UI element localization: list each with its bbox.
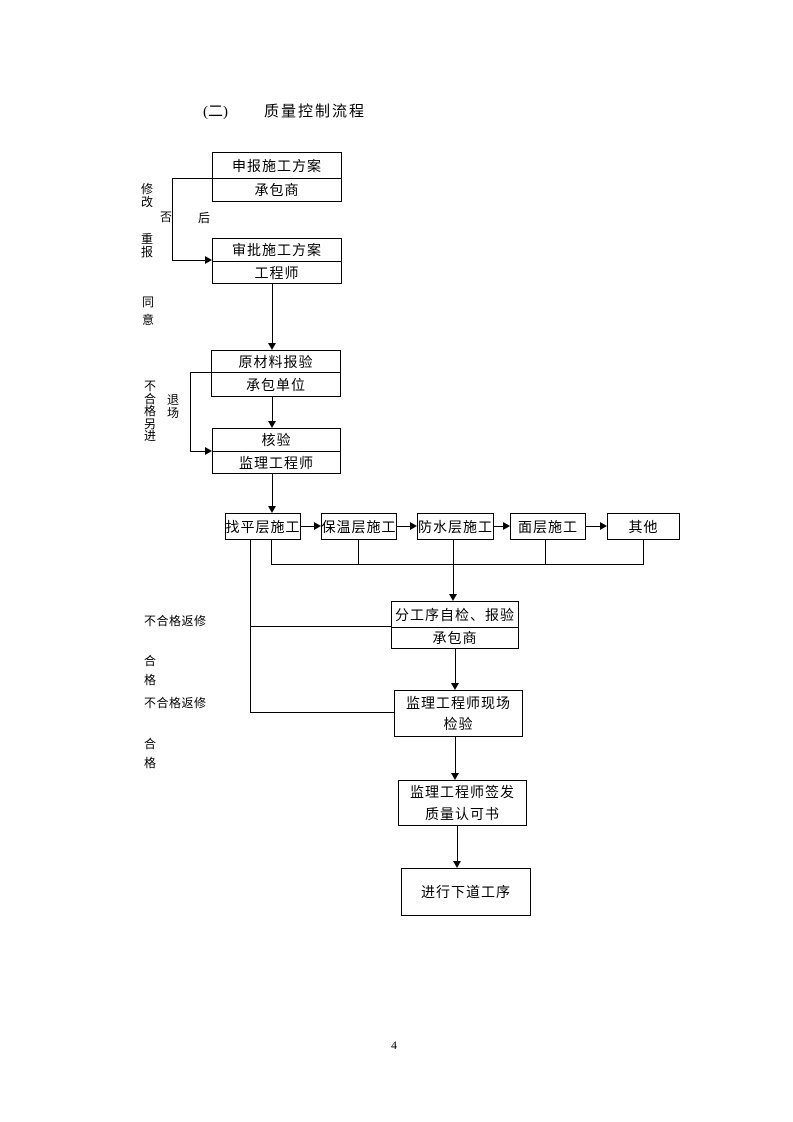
flow-box-onsite-inspection: 监理工程师现场 检验 bbox=[394, 690, 523, 737]
arrowhead-into-leveling-icon bbox=[268, 506, 276, 513]
box-declare-role: 承包商 bbox=[254, 184, 300, 199]
arrowhead-into-onsite-icon bbox=[451, 683, 459, 690]
arrowhead-into-verify-icon bbox=[205, 447, 212, 455]
label-unqualified-reenter: 不合格另进 bbox=[143, 379, 156, 444]
arrowhead-into-issue-icon bbox=[451, 773, 459, 780]
connector-material-verify-line bbox=[272, 397, 273, 421]
box-approve-role: 工程师 bbox=[254, 266, 300, 282]
connector-insulation-bus-line bbox=[358, 540, 359, 565]
arrowhead-into-verify-top-icon bbox=[268, 421, 276, 428]
flow-box-other: 其他 bbox=[607, 513, 680, 540]
connector-material-verify-vline bbox=[190, 372, 191, 451]
arrowhead-into-selfcheck-icon bbox=[449, 594, 457, 601]
flow-box-self-check: 分工序自检、报验 承包商 bbox=[391, 601, 519, 649]
flow-box-issue-certificate: 监理工程师签发 质量认可书 bbox=[398, 780, 527, 826]
flow-box-leveling-layer: 找平层施工 bbox=[225, 513, 301, 540]
connector-selfcheck-onsite-line bbox=[455, 649, 456, 686]
box-selfcheck-role: 承包商 bbox=[432, 632, 478, 647]
page-title: (二) 质量控制流程 bbox=[203, 100, 366, 121]
label-modify: 修改 bbox=[140, 182, 153, 209]
label-exit-site: 退场 bbox=[166, 393, 179, 420]
arrowhead-into-approve-icon bbox=[205, 256, 212, 264]
box-material-role: 承包单位 bbox=[246, 378, 306, 394]
flow-box-next-process: 进行下道工序 bbox=[401, 868, 531, 916]
flow-box-surface-layer: 面层施工 bbox=[510, 513, 586, 540]
connector-verify-leveling-line bbox=[272, 474, 273, 506]
title-text: 质量控制流程 bbox=[264, 104, 367, 120]
title-number: (二) bbox=[203, 104, 228, 120]
connector-bus-selfcheck-line bbox=[453, 540, 454, 597]
flow-box-waterproof-layer: 防水层施工 bbox=[417, 513, 494, 540]
page-number: 4 bbox=[391, 1038, 397, 1052]
label-qualified-1: 合格 bbox=[143, 654, 156, 687]
box-material-title: 原材料报验 bbox=[212, 351, 340, 373]
flow-box-verification: 核验 监理工程师 bbox=[212, 428, 341, 474]
connector-leveling-insulation-line bbox=[301, 526, 314, 527]
label-no: 否 bbox=[159, 210, 172, 224]
label-unqualified-rework-1: 不合格返修 bbox=[144, 614, 207, 628]
flow-box-declare-plan: 申报施工方案 承包商 bbox=[212, 152, 342, 202]
label-after: 后 bbox=[197, 211, 210, 225]
box-declare-title: 申报施工方案 bbox=[213, 153, 341, 179]
box-onsite-line2: 检验 bbox=[443, 718, 474, 734]
flow-box-insulation-layer: 保温层施工 bbox=[321, 513, 397, 540]
connector-issue-next-line bbox=[457, 826, 458, 864]
connector-waterproof-surface-line bbox=[494, 526, 503, 527]
connector-onsite-issue-line bbox=[455, 737, 456, 776]
label-unqualified-rework-2: 不合格返修 bbox=[144, 696, 207, 710]
connector-surface-bus-line bbox=[545, 540, 546, 565]
box-verify-role: 监理工程师 bbox=[239, 456, 314, 472]
connector-surface-other-line bbox=[586, 526, 600, 527]
box-selfcheck-title: 分工序自检、报验 bbox=[392, 602, 518, 628]
connector-leveling-bus-line bbox=[271, 540, 272, 565]
box-onsite-line1: 监理工程师现场 bbox=[406, 696, 511, 712]
connector-declare-left-line bbox=[172, 178, 212, 179]
label-agree: 同意 bbox=[141, 295, 154, 327]
connector-insulation-waterproof-line bbox=[397, 526, 410, 527]
connector-rework-selfcheck-line bbox=[250, 626, 391, 627]
connector-into-verify-line bbox=[190, 451, 205, 452]
connector-material-left-line bbox=[190, 372, 211, 373]
arrowhead-into-surface-icon bbox=[503, 522, 510, 530]
connector-collector-bus-line bbox=[271, 564, 644, 565]
arrowhead-into-insulation-icon bbox=[314, 522, 321, 530]
connector-rework-onsite-line bbox=[250, 712, 394, 713]
arrowhead-into-material-icon bbox=[268, 343, 276, 350]
box-verify-title: 核验 bbox=[213, 429, 340, 452]
box-issue-line1: 监理工程师签发 bbox=[410, 786, 515, 802]
connector-other-bus-line bbox=[643, 540, 644, 565]
label-qualified-2: 合格 bbox=[143, 737, 156, 770]
connector-declare-approve-vline bbox=[172, 178, 173, 260]
arrowhead-into-next-icon bbox=[453, 861, 461, 868]
box-issue-line2: 质量认可书 bbox=[425, 807, 500, 823]
arrowhead-into-waterproof-icon bbox=[410, 522, 417, 530]
arrowhead-into-other-icon bbox=[600, 522, 607, 530]
connector-into-approve-line bbox=[172, 260, 205, 261]
connector-approve-material-line bbox=[272, 284, 273, 343]
flow-box-material-inspection: 原材料报验 承包单位 bbox=[211, 350, 341, 397]
box-approve-title: 审批施工方案 bbox=[213, 239, 341, 262]
flow-box-approve-plan: 审批施工方案 工程师 bbox=[212, 238, 342, 284]
label-resubmit: 重报 bbox=[140, 232, 153, 259]
